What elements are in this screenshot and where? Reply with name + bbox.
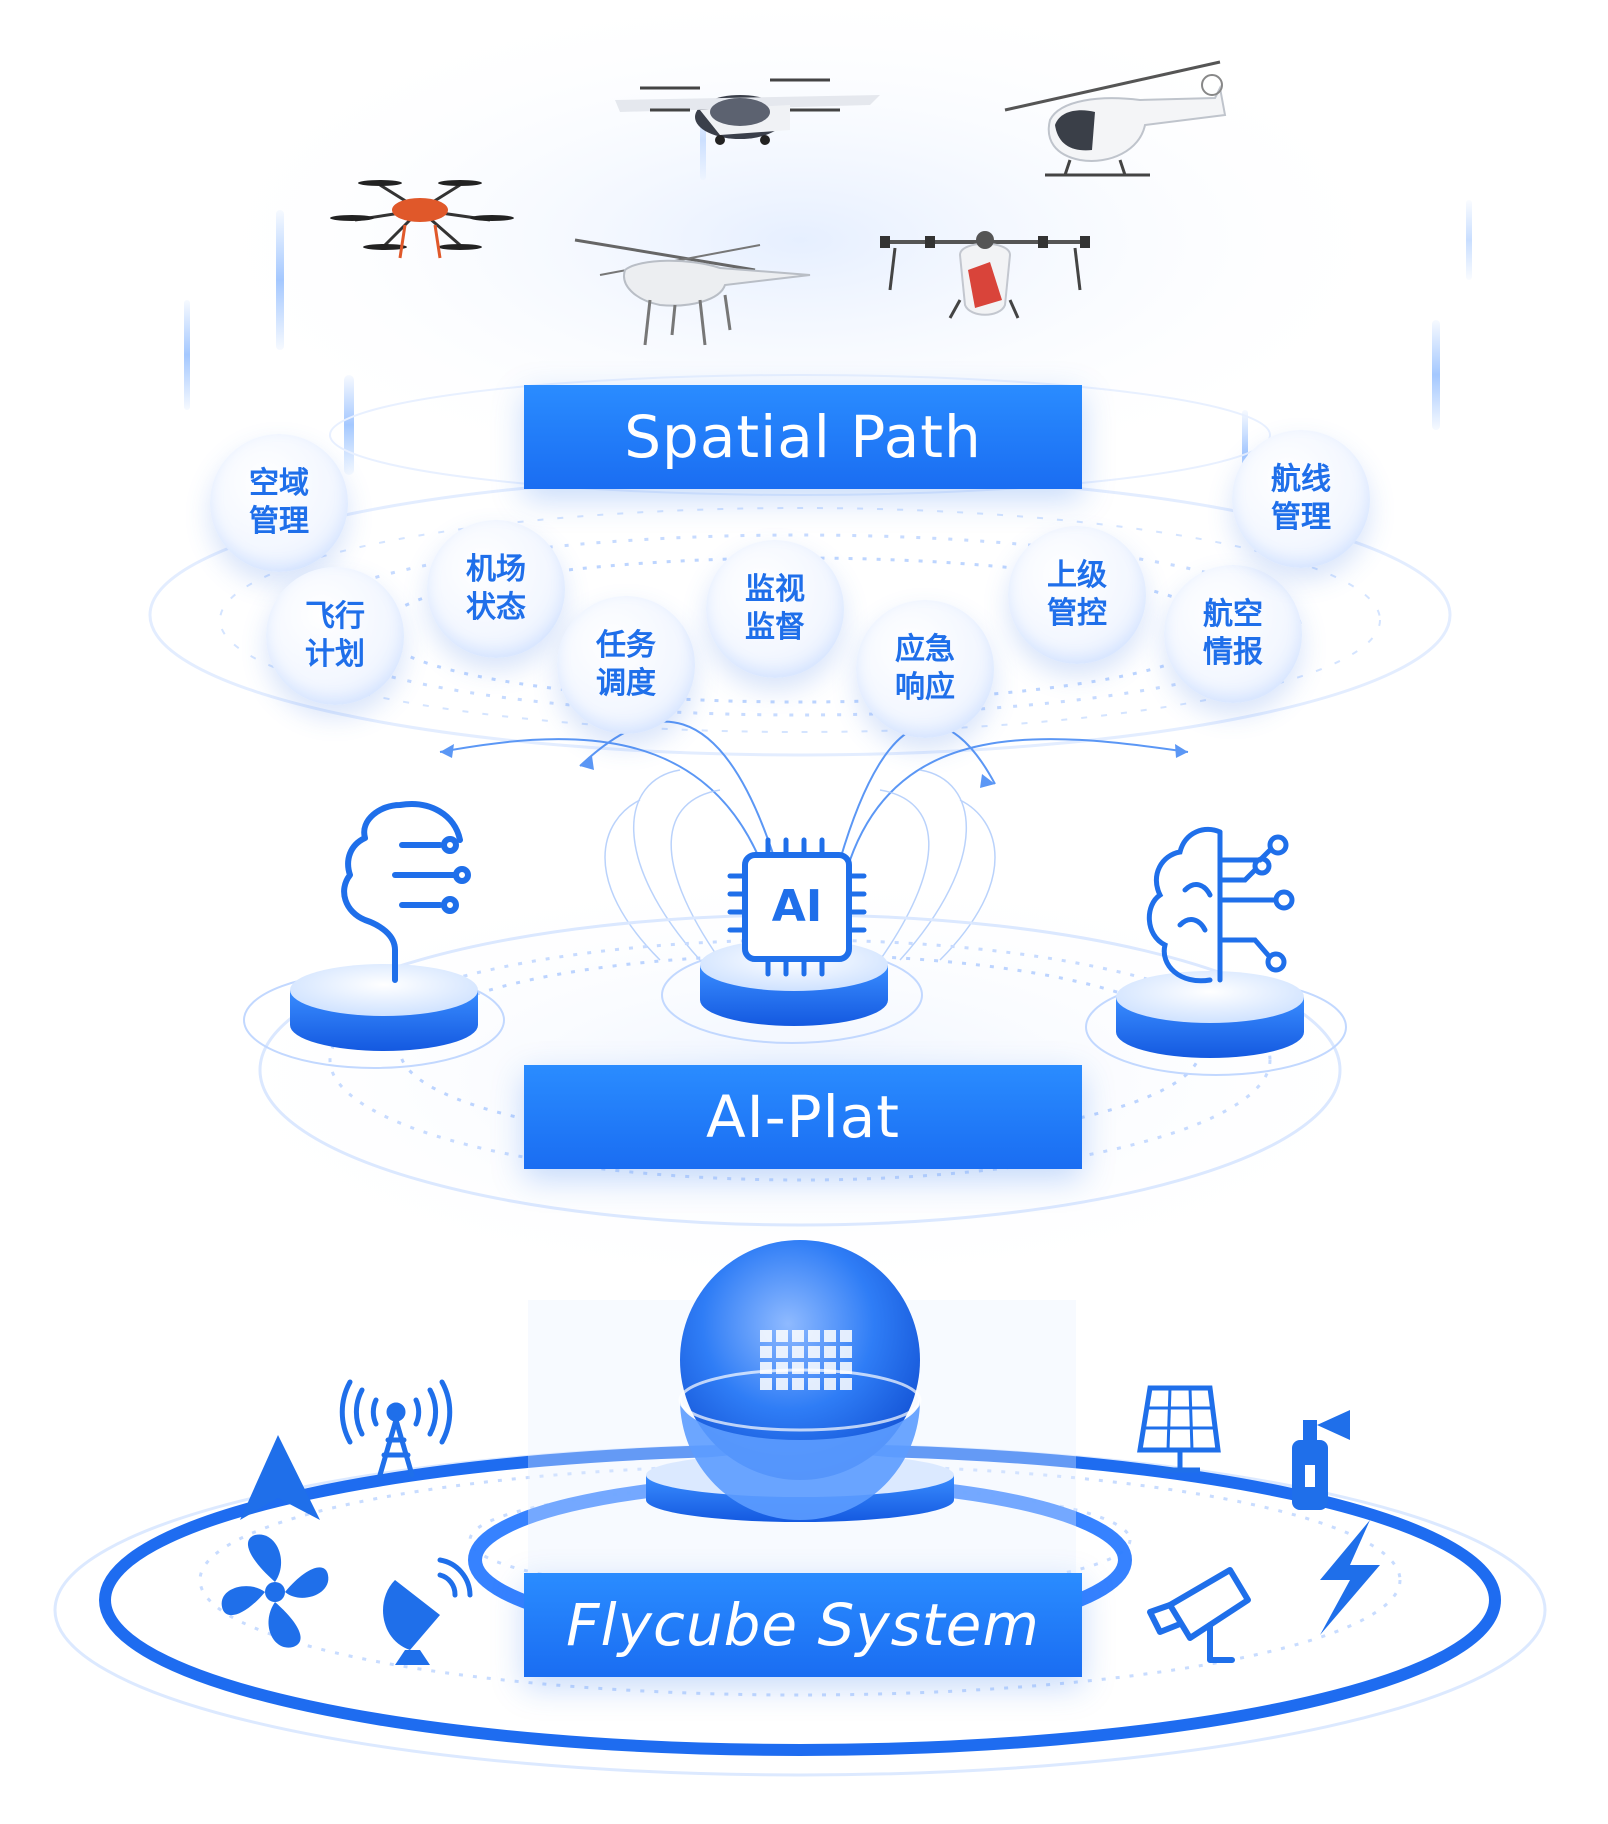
hexacopter-drone <box>330 180 514 259</box>
module-line1: 任务 <box>596 628 656 663</box>
light-beam <box>276 210 284 350</box>
fire-extinguisher-icon <box>1292 1410 1350 1510</box>
pedestal-right <box>1085 971 1347 1076</box>
module-emergency-response[interactable]: 应急 响应 <box>856 600 994 738</box>
radio-tower-icon <box>339 1379 453 1478</box>
module-airport-status[interactable]: 机场 状态 <box>427 520 565 658</box>
module-line2: 管理 <box>1271 500 1331 535</box>
camera-icon <box>1147 1567 1251 1663</box>
module-line1: 航线 <box>1271 462 1331 497</box>
agricultural-drone <box>880 231 1090 319</box>
ai-plat-banner: AI-Plat <box>524 1065 1082 1169</box>
lightning-icon <box>1320 1520 1380 1635</box>
unmanned-helicopter <box>574 238 811 346</box>
building-sphere-icon <box>646 1240 954 1522</box>
module-aeronautical-info[interactable]: 航空 情报 <box>1164 565 1302 703</box>
module-line2: 响应 <box>895 670 955 705</box>
module-line2: 监督 <box>745 610 805 645</box>
ai-chip-icon <box>727 837 867 977</box>
module-line1: 飞行 <box>305 599 365 634</box>
spatial-path-banner: Spatial Path <box>524 385 1082 489</box>
light-beam <box>344 375 354 475</box>
module-line2: 管控 <box>1047 596 1107 631</box>
module-line2: 调度 <box>596 666 656 701</box>
ai-chip-label: AI <box>771 880 823 932</box>
module-line1: 空域 <box>249 466 309 501</box>
energy-lines <box>604 769 996 961</box>
module-line1: 应急 <box>895 632 955 667</box>
flycube-system-banner: Flycube System <box>524 1573 1082 1677</box>
module-line2: 计划 <box>305 637 365 672</box>
module-line2: 状态 <box>466 590 526 625</box>
module-line1: 航空 <box>1203 597 1263 632</box>
module-task-dispatch[interactable]: 任务 调度 <box>557 596 695 734</box>
speech-head-icon <box>341 801 471 983</box>
satellite-dish-icon <box>383 1557 473 1665</box>
module-line1: 机场 <box>466 552 526 587</box>
module-line2: 管理 <box>249 504 309 539</box>
light-beam <box>1432 320 1440 430</box>
light-beam <box>184 300 190 410</box>
arrow-heads <box>440 744 1188 788</box>
light-beam <box>1466 200 1472 280</box>
module-line1: 监视 <box>745 572 805 607</box>
fan-icon <box>221 1534 329 1648</box>
flow-arrows <box>439 720 1189 861</box>
spatial-ring-dots <box>219 507 1381 733</box>
spatial-ring-inner <box>329 374 1271 496</box>
module-airspace-management[interactable]: 空域 管理 <box>210 434 348 572</box>
helicopter <box>1004 60 1227 177</box>
navigation-arrow-icon <box>240 1435 320 1520</box>
module-route-management[interactable]: 航线 管理 <box>1232 430 1370 568</box>
pedestal-left <box>243 964 505 1069</box>
module-flight-plan[interactable]: 飞行 计划 <box>266 567 404 705</box>
module-surveillance[interactable]: 监视 监督 <box>706 540 844 678</box>
evtol-aircraft <box>615 78 880 145</box>
module-line2: 情报 <box>1203 635 1263 670</box>
module-line1: 上级 <box>1047 558 1107 593</box>
circuit-brain-icon <box>1146 826 1295 984</box>
solar-panel-icon <box>1137 1385 1221 1473</box>
module-superior-control[interactable]: 上级 管控 <box>1008 526 1146 664</box>
